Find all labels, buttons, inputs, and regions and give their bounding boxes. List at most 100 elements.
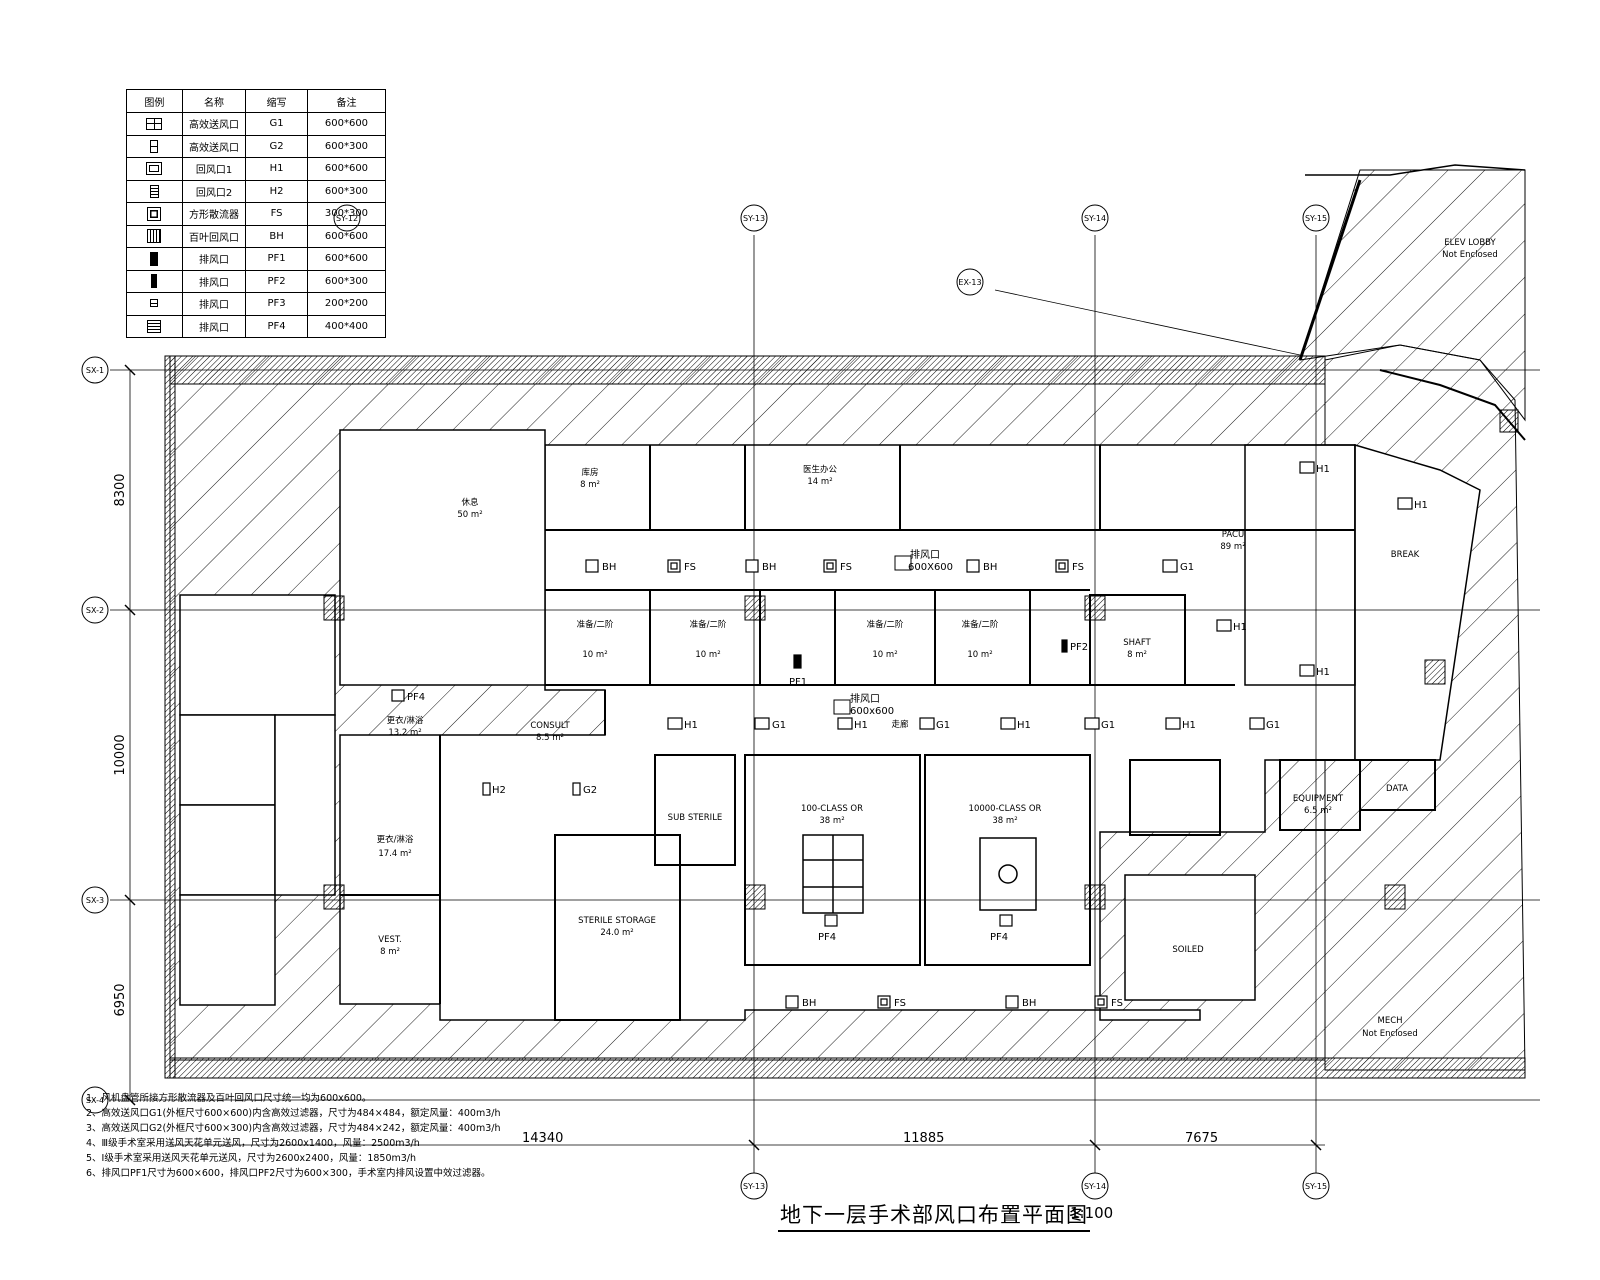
room-label: 休息: [461, 497, 479, 508]
grid-row-label: SX-4: [86, 1096, 104, 1105]
room-area: 8 m²: [1127, 650, 1147, 660]
room-label: 100-CLASS OR: [801, 804, 863, 814]
grid-row-label: SX-1: [86, 366, 104, 375]
legend-abbr: FS: [245, 202, 308, 226]
legend-note: 600*300: [306, 179, 387, 203]
room-label: 库房: [581, 467, 598, 478]
room-area: 89 m²: [1220, 542, 1245, 552]
h1-outlet: H1: [1000, 717, 1031, 731]
pf4-outlet: PF4: [391, 689, 425, 703]
svg-text:G1: G1: [1266, 720, 1280, 731]
legend-abbr: G2: [245, 134, 308, 158]
legend-abbr: H1: [245, 157, 308, 181]
svg-text:FS: FS: [894, 998, 906, 1009]
lobby-label: ELEV LOBBY: [1444, 238, 1496, 248]
note-line: 2、高效送风口G1(外框尺寸600×600)内含高效过滤器，尺寸为484×484…: [86, 1108, 501, 1119]
legend-header-row: 图例 名称 缩写 备注: [126, 89, 387, 113]
legend-row: 方形散流器 FS 300*300: [126, 202, 387, 226]
room-label: PACU: [1222, 530, 1244, 540]
room-area: 24.0 m²: [600, 928, 633, 938]
legend-note: 400*400: [306, 314, 387, 338]
room-label: CONSULT: [530, 721, 570, 731]
room-area: 8 m²: [580, 480, 600, 490]
g1-outlet: G1: [1084, 717, 1115, 731]
room-label: SUB STERILE: [668, 813, 723, 823]
legend-name: 排风口: [181, 292, 247, 316]
room-area: 50 m²: [457, 510, 482, 520]
grid-col-label: SY-13: [743, 214, 765, 223]
room-area: 8.5 m²: [536, 733, 564, 743]
legend-name: 回风口2: [181, 179, 247, 203]
room-label: SOILED: [1172, 945, 1204, 955]
legend-abbr: PF3: [245, 292, 308, 316]
legend-note: 600*300: [306, 134, 387, 158]
bh-outlet: BH: [745, 559, 776, 573]
air-outlet-symbols: BH FS BH FS BH FS G1 H1 G1 H1 G1 H1 G1 H…: [391, 461, 1428, 1009]
room-label: 更衣/淋浴: [387, 715, 424, 726]
svg-text:H1: H1: [1017, 720, 1031, 731]
svg-text:H1: H1: [1182, 720, 1196, 731]
svg-text:FS: FS: [1072, 562, 1084, 573]
note-line: 3、高效送风口G2(外框尺寸600×300)内含高效过滤器，尺寸为484×242…: [86, 1123, 501, 1134]
grid-row-label: SX-3: [86, 896, 104, 905]
g2-outlet: G2: [572, 782, 597, 796]
legend-row: 回风口1 H1 600*600: [126, 157, 387, 181]
svg-text:PF1: PF1: [789, 677, 807, 688]
exhaust-label: 排风口: [910, 548, 940, 561]
svg-text:FS: FS: [1111, 998, 1123, 1009]
svg-text:BH: BH: [983, 562, 997, 573]
clean-zone: [179, 429, 1481, 1021]
fs-outlet: FS: [667, 559, 696, 573]
svg-text:H1: H1: [1414, 500, 1428, 511]
svg-text:BH: BH: [762, 562, 776, 573]
svg-text:H1: H1: [1316, 667, 1330, 678]
legend-note: 300*300: [306, 202, 387, 226]
h1-outlet: H1: [1165, 717, 1196, 731]
room-area: 10 m²: [582, 650, 607, 660]
legend-name: 回风口1: [181, 157, 247, 181]
bh-outlet: BH: [585, 559, 616, 573]
dim-h-2: 11885: [903, 1131, 944, 1146]
legend-name: 方形散流器: [181, 202, 247, 226]
pf2-outlet: PF2: [1061, 639, 1088, 653]
dimension-ticks: [124, 364, 1325, 1151]
room-label: 准备/二阶: [962, 619, 999, 630]
room-label: STERILE STORAGE: [578, 916, 656, 926]
g2-outlet-icon: [150, 139, 159, 153]
h1-outlet: H1: [1299, 664, 1330, 678]
room-area: 14 m²: [807, 477, 832, 487]
fs-outlet: FS: [1055, 559, 1084, 573]
exhaust-callouts: 排风口 600X600 排风口 600x600: [833, 548, 953, 717]
dim-v-2: 10000: [113, 734, 128, 775]
legend-abbr: H2: [245, 179, 308, 203]
bh-louver-icon: [147, 229, 162, 244]
svg-text:PF4: PF4: [818, 932, 836, 943]
note-line: 6、排风口PF1尺寸为600×600，排风口PF2尺寸为600×300，手术室内…: [86, 1168, 491, 1179]
svg-text:FS: FS: [684, 562, 696, 573]
pf2-exhaust-icon: [151, 274, 158, 289]
room-label: VEST.: [378, 935, 401, 945]
svg-text:G1: G1: [772, 720, 786, 731]
exhaust-size: 600x600: [850, 706, 894, 717]
room-label: 准备/二阶: [690, 619, 727, 630]
room-label: BREAK: [1391, 550, 1420, 560]
pf4-outlet: PF4: [990, 914, 1013, 943]
dim-h-1: 14340: [522, 1131, 563, 1146]
room-label: EQUIPMENT: [1293, 794, 1344, 804]
exhaust-label: 排风口: [850, 692, 880, 705]
fs-outlet: FS: [823, 559, 852, 573]
note-line: 1、风机盘管所接方形散流器及百叶回风口尺寸统一均为600x600。: [86, 1093, 372, 1104]
svg-text:BH: BH: [802, 998, 816, 1009]
h2-outlet: H2: [482, 782, 506, 796]
legend-row: 排风口 PF4 400*400: [126, 314, 387, 338]
h1-outlet: H1: [1299, 461, 1330, 475]
corridor-label: 走廊: [891, 719, 909, 730]
grid-col-label: SY-14: [1084, 214, 1106, 223]
dimension-labels: 14340 11885 7675 8300 10000 6950: [113, 473, 1218, 1146]
room-area: 6.5 m²: [1304, 806, 1332, 816]
svg-text:BH: BH: [1022, 998, 1036, 1009]
svg-text:PF4: PF4: [407, 692, 425, 703]
room-area: 10 m²: [695, 650, 720, 660]
outlet-legend-table: 图例 名称 缩写 备注 高效送风口 G1 600*600 高效送风口 G2 60…: [126, 89, 387, 338]
